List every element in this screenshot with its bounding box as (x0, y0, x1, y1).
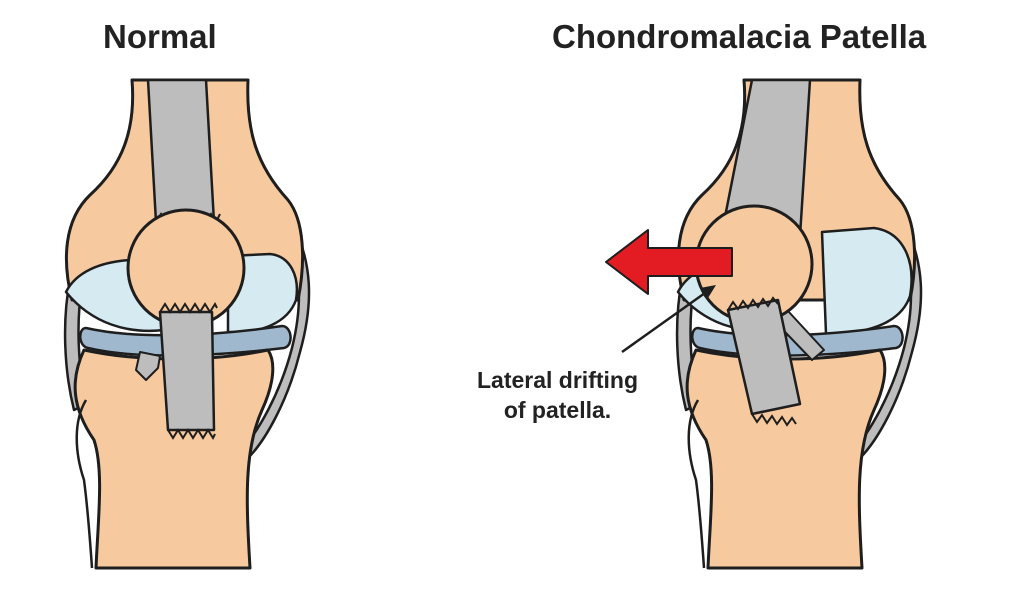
normal-knee (63, 78, 311, 570)
lateral-drifting-caption: Lateral drifting of patella. (440, 365, 675, 425)
caption-line-1: Lateral drifting (476, 367, 638, 393)
chondromalacia-knee (675, 78, 923, 570)
lateral-drift-arrow (605, 229, 733, 295)
chondromalacia-patella-title: Chondromalacia Patella (552, 18, 927, 55)
annotation-pointer-line (621, 286, 713, 354)
caption-line-2: of patella. (503, 397, 612, 423)
annotation-pointer-arrowhead (700, 285, 716, 298)
normal-title: Normal (103, 18, 217, 55)
